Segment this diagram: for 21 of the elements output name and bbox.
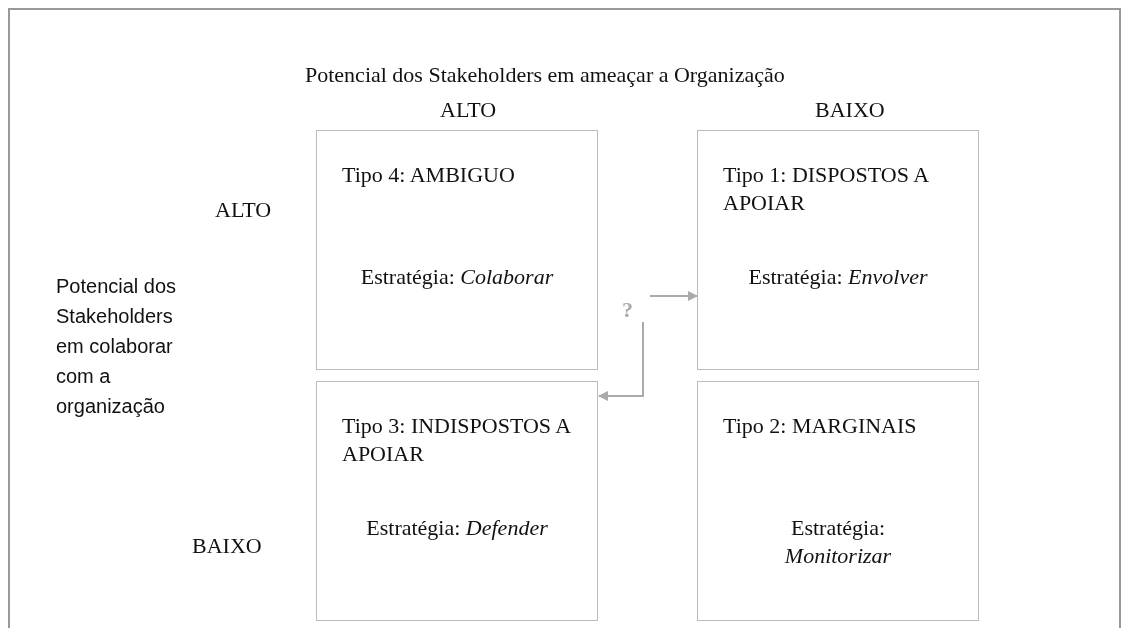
strategy-text: Estratégia: Colaborar — [359, 263, 555, 291]
quadrant-title: Tipo 3: INDISPOSTOS A APOIAR — [342, 412, 572, 468]
quadrant-box — [697, 381, 979, 621]
quadrant-title: Tipo 2: MARGINAIS — [723, 412, 918, 440]
axis-level-label: BAIXO — [815, 97, 885, 123]
axis-title: Potencial dos Stakeholders em colaborar com a organização — [56, 274, 178, 419]
axis-level-label: ALTO — [215, 197, 272, 223]
quadrant-box — [697, 130, 979, 370]
axis-level-label: ALTO — [440, 97, 497, 123]
arrow — [598, 321, 644, 401]
question-mark: ? — [622, 298, 640, 322]
axis-title: Potencial dos Stakeholders em ameaçar a Organização — [305, 62, 785, 88]
quadrant-box — [316, 381, 598, 621]
axis-level-label: BAIXO — [192, 533, 262, 559]
strategy-text: Estratégia: Envolver — [747, 263, 929, 291]
quadrant-title: Tipo 1: DISPOSTOS A APOIAR — [723, 161, 930, 217]
arrow — [649, 291, 698, 301]
strategy-text: Estratégia: Defender — [365, 514, 549, 542]
quadrant-title: Tipo 4: AMBIGUO — [342, 161, 516, 189]
quadrant-box — [316, 130, 598, 370]
strategy-text: Estratégia: Monitorizar — [783, 514, 893, 570]
